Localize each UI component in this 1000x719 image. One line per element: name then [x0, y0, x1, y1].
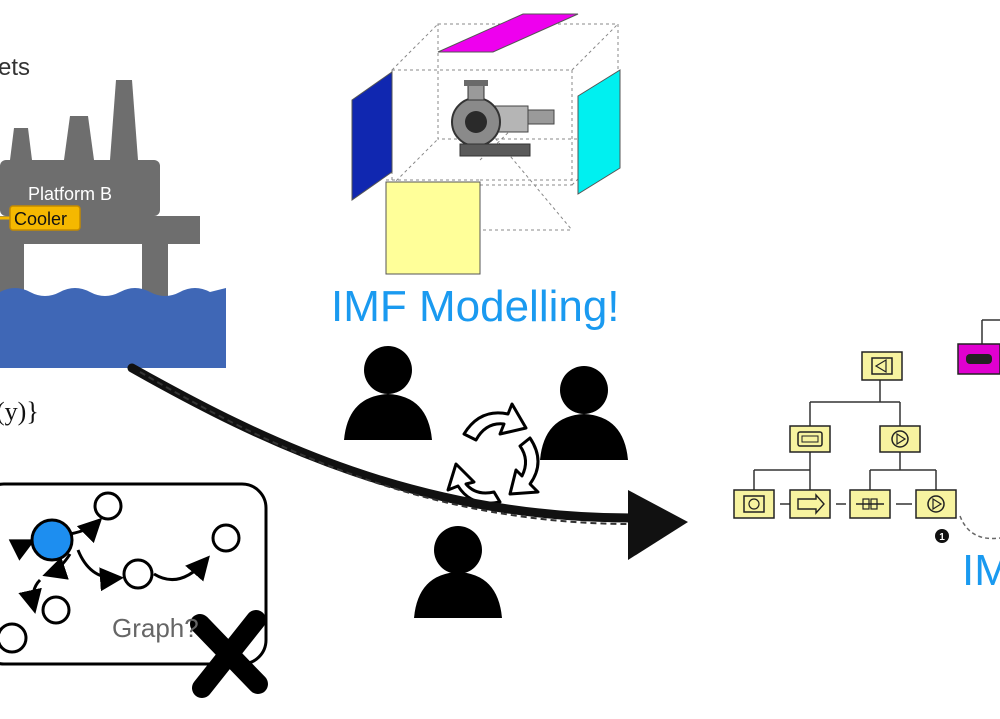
graph-edge: [18, 578, 42, 614]
graph-edge: [69, 517, 103, 544]
tree-node: [789, 425, 831, 453]
imf-aspect-cube: [351, 13, 621, 275]
cooler-label: Cooler: [14, 209, 67, 229]
tree-node-root: [861, 351, 903, 381]
platform-upper-deck: [0, 160, 160, 216]
collaboration-group: [344, 346, 628, 618]
offshore-platform-illustration: Platform B Cooler: [0, 80, 226, 368]
arrow-head: [628, 490, 688, 560]
recycle-arrows-icon: [446, 402, 540, 505]
imf-tree-diagram: 1: [733, 319, 1000, 543]
graph-node: [0, 622, 28, 654]
graph-edge: [42, 553, 72, 580]
person-icon: [414, 526, 502, 618]
x-mark-icon: [190, 610, 268, 698]
tree-node: [915, 489, 957, 519]
graph-node: [41, 595, 71, 625]
tree-dashed-link: [959, 515, 1000, 540]
graph-box: [0, 482, 268, 698]
graph-node: [93, 491, 123, 521]
graph-question-label: Graph?: [112, 613, 199, 643]
math-fragment: (y)}: [0, 397, 39, 426]
node-marker-badge: [935, 529, 949, 543]
tree-node: [879, 425, 921, 453]
sea: [0, 288, 226, 368]
cube-face-top: [437, 13, 579, 53]
arrow-texture: [139, 371, 641, 526]
cube-face-left: [351, 71, 393, 201]
graph-edge: [153, 555, 210, 582]
imf-right-fragment: IM: [962, 546, 1000, 595]
tree-node: [733, 489, 775, 519]
tree-node: [789, 489, 831, 519]
arrow-shaft: [127, 363, 645, 523]
graph-edge: [76, 549, 124, 592]
graph-node-active: [30, 518, 74, 562]
graph-edge: [8, 539, 36, 561]
fragment-text-top-left: ets: [0, 54, 31, 81]
graph-node: [211, 523, 241, 553]
platform-tower-tall: [110, 80, 138, 160]
cooler-box: [9, 205, 81, 231]
platform-label: Platform B: [28, 184, 112, 204]
cube-face-front: [385, 181, 481, 275]
tree-node-magenta: [957, 319, 1000, 375]
platform-tower-left: [10, 128, 32, 160]
cube-face-right: [577, 69, 621, 195]
tree-node: [849, 489, 891, 519]
centrifugal-pump-image: [451, 80, 555, 157]
platform-tower-mid: [64, 116, 94, 160]
person-icon: [344, 346, 432, 440]
graph-node: [122, 558, 154, 590]
tree-connectors: [753, 380, 937, 505]
person-icon: [540, 366, 628, 460]
node-marker-number: 1: [939, 532, 945, 543]
imf-modelling-title: IMF Modelling!: [331, 282, 620, 331]
graph-box-border: [0, 482, 268, 666]
